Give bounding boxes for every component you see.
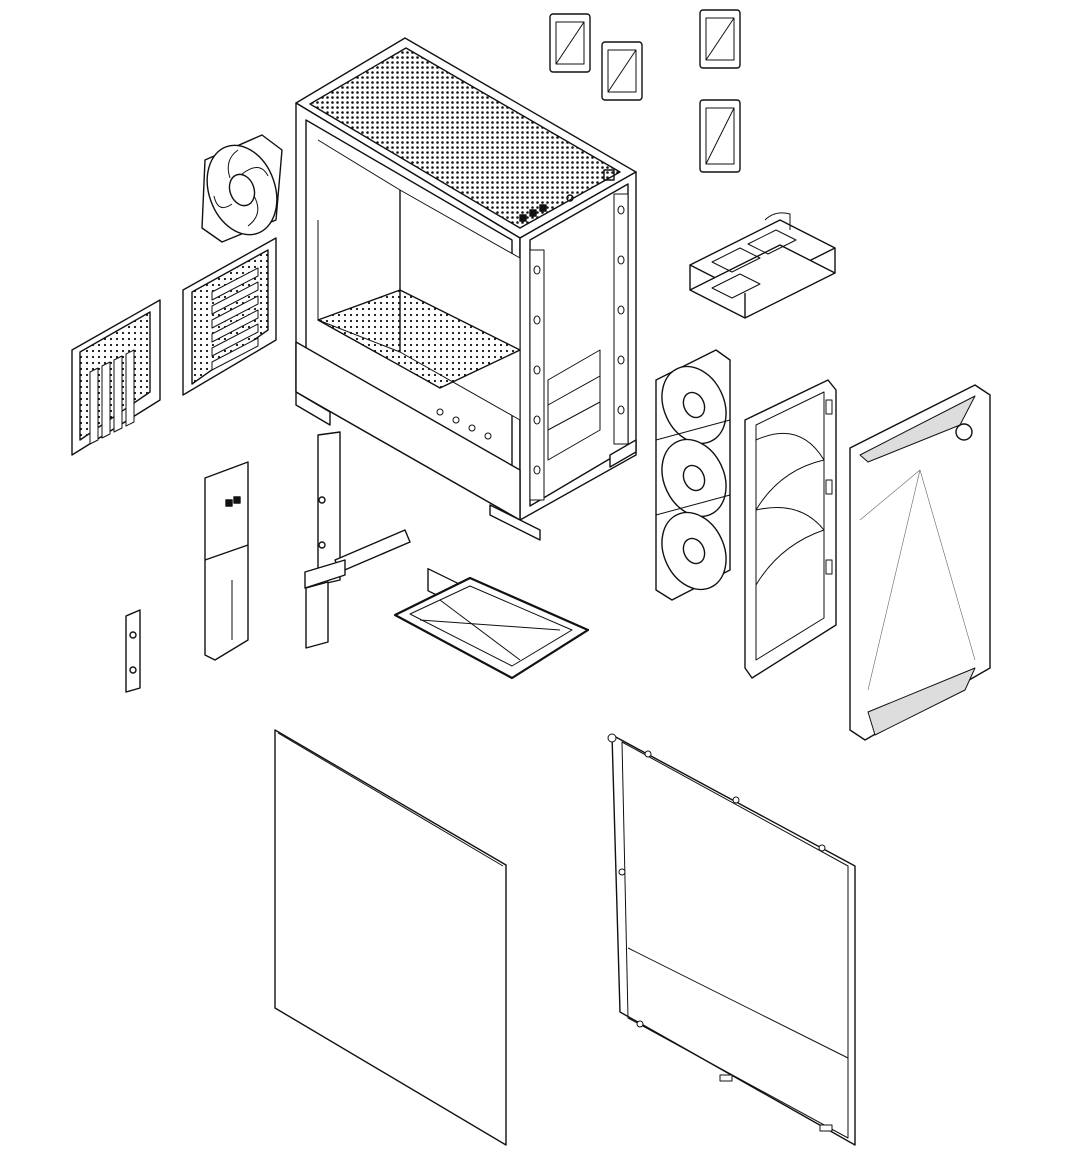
- small-bracket: [125, 609, 141, 693]
- front-fan-bracket: [744, 379, 837, 679]
- front-fan-stack: [655, 349, 731, 601]
- psu-dust-filter: [393, 576, 590, 680]
- ssd-mount-brackets: [549, 9, 741, 173]
- steel-side-panel: [607, 733, 856, 1146]
- rear-io-bracket: [182, 237, 277, 396]
- gpu-support-bracket: [204, 461, 249, 661]
- front-panel: [849, 384, 991, 741]
- case-chassis: [295, 37, 637, 611]
- pci-slot-bracket: [71, 299, 161, 456]
- drive-cage: [689, 212, 836, 319]
- vertical-gpu-bracket: [304, 431, 411, 649]
- tempered-glass-side-panel: [274, 729, 507, 1146]
- rear-fan: [201, 134, 283, 243]
